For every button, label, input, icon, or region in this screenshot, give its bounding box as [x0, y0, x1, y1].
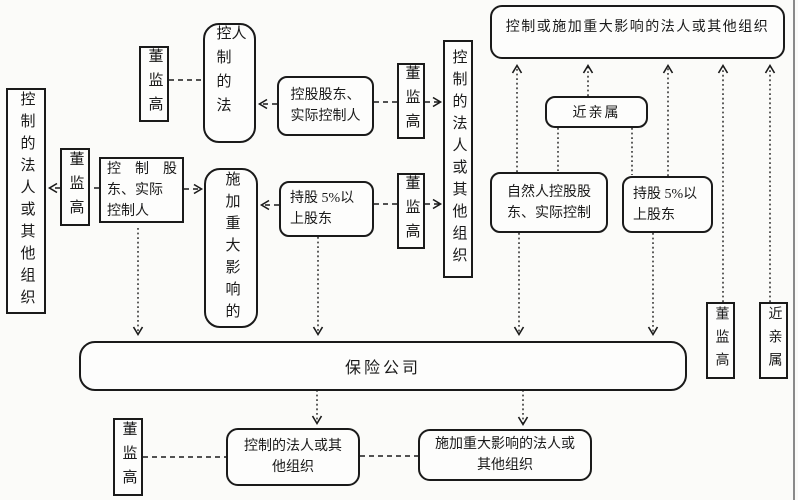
node-label: 董监高: [403, 175, 420, 247]
node-label: 董监高: [403, 65, 420, 137]
node-close-relatives-right: 近亲属: [759, 302, 788, 379]
node-djg-top: 董监高: [139, 46, 169, 122]
node-label: 近亲属: [766, 306, 782, 375]
node-label: 施加重大影响的法人或 其他组织: [435, 437, 575, 473]
node-shareholder-5pct-left: 持股 5%以 上股东: [279, 181, 374, 237]
node-label: 董监高: [146, 48, 163, 120]
node-label: 控制的法人或其他组织: [18, 91, 35, 311]
node-label: 控 制 股 东、实际 控制人: [107, 161, 177, 219]
node-label: 施加重大影响的: [223, 171, 240, 325]
node-label: 控制或施加重大影响的法人或其他组织: [505, 20, 770, 35]
node-label: 近亲属: [572, 106, 621, 121]
page-edge-line: [793, 0, 795, 500]
node-insurance-company: 保险公司: [79, 341, 687, 391]
node-controlling-shareholder-left: 控 制 股 东、实际 控制人: [99, 157, 184, 223]
node-label: 自然人控股股 东、实际控制: [507, 184, 591, 221]
node-label: 保险公司: [344, 360, 421, 377]
node-controlled-org-left: 控制的法人或其他组织: [6, 88, 46, 314]
node-natural-person-controller: 自然人控股股 东、实际控制: [490, 172, 608, 233]
node-djg-right: 董监高: [706, 302, 735, 379]
node-label: 董监高: [67, 151, 84, 223]
node-controlled-org-bottom: 控制的法人或其 他组织: [226, 428, 360, 486]
node-major-influence: 施加重大影响的: [204, 168, 258, 328]
node-label: 控制的法人: [214, 25, 246, 121]
node-label: 持股 5%以 上股东: [290, 191, 355, 227]
node-controlled-legal-person: 控制的法人: [203, 23, 256, 143]
node-controlled-org-mid: 控制的法人或其他组织: [443, 40, 473, 278]
node-controlling-shareholder-top: 控股股东、 实际控制人: [277, 76, 374, 136]
node-djg-bottom: 董监高: [113, 418, 143, 496]
node-label: 持股 5%以 上股东: [633, 186, 698, 223]
node-djg-mid-upper: 董监高: [397, 63, 425, 139]
node-label: 控制的法人或其他组织: [450, 49, 467, 269]
node-shareholder-5pct-right: 持股 5%以 上股东: [622, 176, 713, 233]
node-label: 董监高: [713, 306, 729, 375]
node-label: 控制的法人或其 他组织: [244, 439, 342, 475]
node-label: 控股股东、 实际控制人: [290, 88, 361, 124]
node-close-relatives-top: 近亲属: [545, 96, 648, 128]
node-top-controlled-influenced-org: 控制或施加重大影响的法人或其他组织: [490, 5, 785, 59]
node-label: 董监高: [120, 421, 137, 493]
node-djg-left: 董监高: [60, 148, 90, 226]
node-djg-mid-lower: 董监高: [397, 173, 425, 249]
node-major-influence-org-bottom: 施加重大影响的法人或 其他组织: [418, 429, 592, 481]
